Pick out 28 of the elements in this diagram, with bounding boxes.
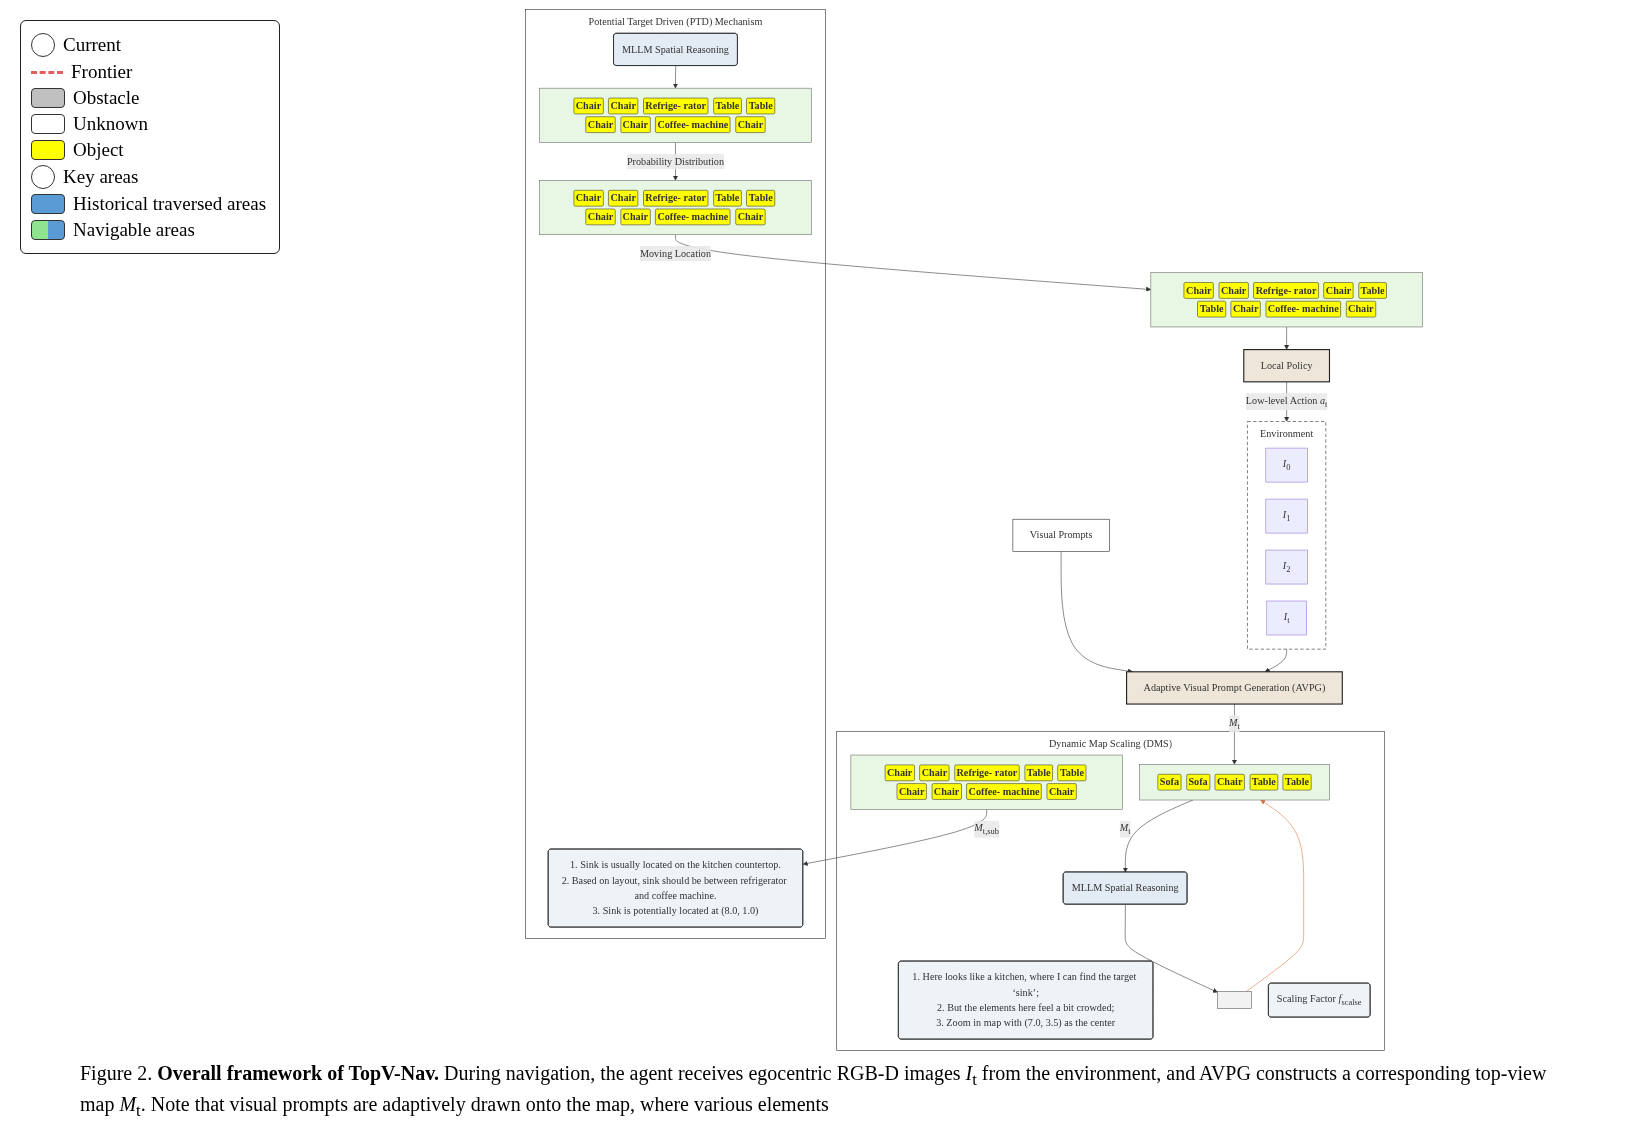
legend-text: Obstacle [73,87,140,109]
node-box: I$_{1}$ [1265,498,1308,534]
edge-label: Low-level Action a$_{t}$ [1245,394,1327,409]
node-box: Sofa Sofa Chair Table Table [1138,764,1330,801]
node-box: Chair Chair Refrige- rator Chair Table Table Chair Coffee- machine Chair [1150,272,1423,328]
node-box: Visual Prompts [1012,518,1110,552]
node-box: I$_{0}$ [1265,447,1308,483]
figure-caption: Figure 2. Overall framework of TopV-Nav. During navigation, the agent receives egocentric RGB-D images I$_{t}$ from the environment, and AVPG constructs a corresponding top-view map M$_{t}$. Note that visual prompts are adaptively drawn onto the map, where various elements [79,1061,1548,1122]
node-box: Adaptive Visual Prompt Generation (AVPG) [1125,671,1343,705]
legend-text: Object [73,139,124,161]
edge-label: Probability Distribution [626,155,724,167]
edge-label: M$_{t,sub}$ [973,822,999,836]
legend-text: Unknown [73,113,148,135]
node-box [1216,991,1252,1009]
legend-text: Navigable areas [73,219,195,241]
edge-label: M$_{t}$ [1228,717,1240,731]
node-box: Chair Chair Refrige- rator Table Table Chair Chair Coffee- machine Chair [538,87,812,143]
legend-text: Current [63,34,122,56]
node-box: I$_{2}$ [1265,549,1308,585]
node-box: Local Policy [1242,349,1330,383]
node-box: Chair Chair Refrige- rator Table Table Chair Chair Coffee- machine Chair [850,754,1123,810]
edge-label: Moving Location [639,247,711,260]
legend-text: Historical traversed areas [73,193,267,215]
edge-label: M$_{t}$ [1119,822,1131,836]
legend-text: Frontier [71,61,133,83]
node-box: Chair Chair Refrige- rator Table Table Chair Chair Coffee- machine Chair [538,180,812,236]
legend-text: Key areas [63,166,139,188]
node-box: I$_{t}$ [1266,600,1307,636]
